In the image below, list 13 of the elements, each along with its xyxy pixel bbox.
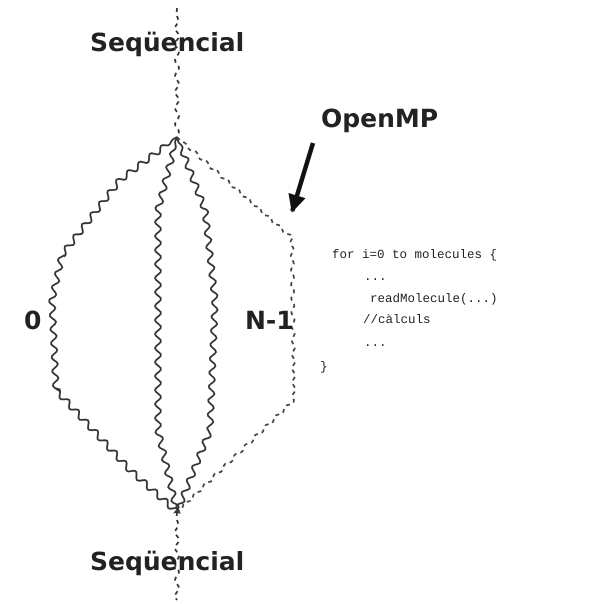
code-line: ... <box>364 336 387 350</box>
section-label: Seqüencial <box>90 28 244 57</box>
thread-number: N-1 <box>245 306 294 335</box>
code-line: for i=0 to molecules { <box>332 248 498 262</box>
arrow <box>288 142 316 213</box>
code-line: //càlculs <box>363 313 431 327</box>
code-line: } <box>320 360 328 374</box>
dashed-thread-line <box>176 136 296 513</box>
section-label: Seqüencial <box>90 547 244 576</box>
code-line: readMolecule(...) <box>370 292 498 306</box>
thread-number: 0 <box>24 306 42 335</box>
text-label: OpenMP <box>321 104 438 133</box>
code-line: ... <box>364 270 387 284</box>
